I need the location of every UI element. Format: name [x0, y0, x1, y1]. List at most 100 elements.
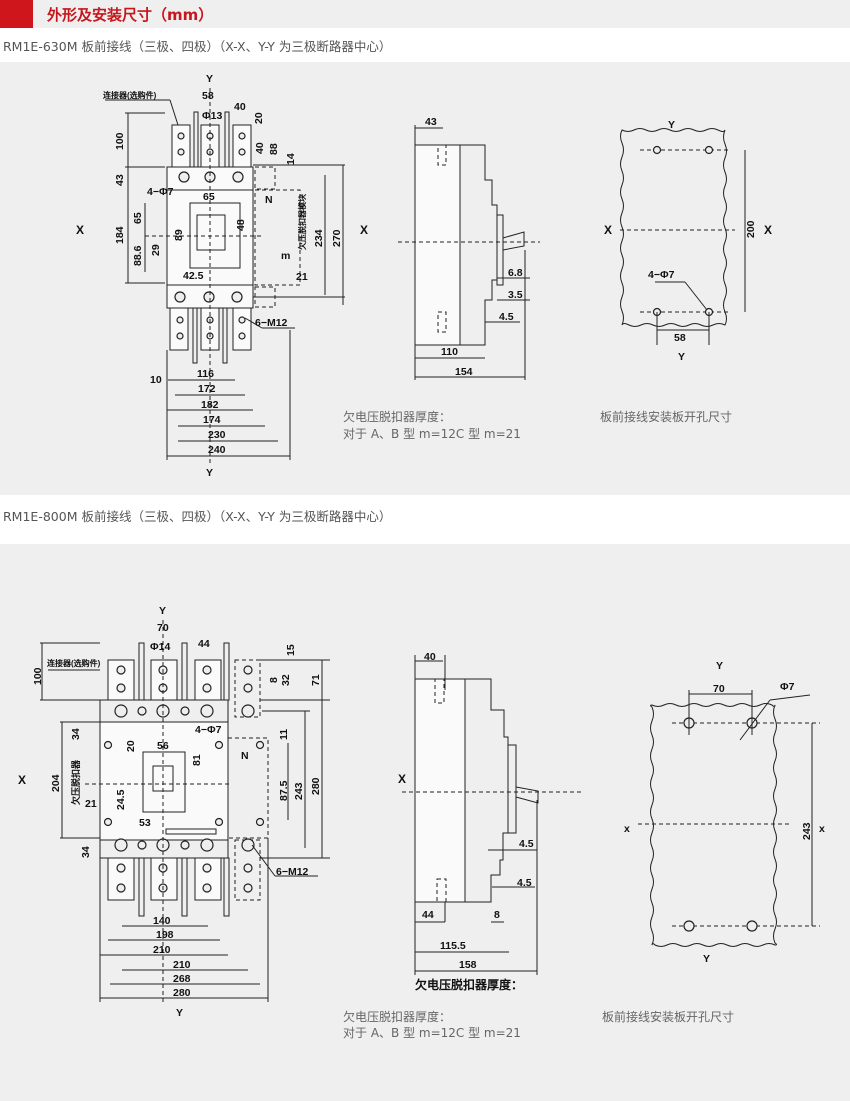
dim-label: 100: [32, 667, 44, 685]
screw-hole: [243, 863, 253, 873]
note-line: 对于 A、B 型 m=12C 型 m=21: [343, 1026, 521, 1040]
axis-y-label: Y: [176, 1007, 183, 1019]
cutout-630m: [620, 128, 746, 345]
screw-hole: [114, 704, 128, 718]
dim-label: 53: [139, 817, 151, 829]
dim-label: 6−M12: [255, 317, 288, 329]
screw-hole: [202, 863, 212, 873]
dim-label: 115.5: [440, 940, 466, 952]
dim-label: 24.5: [115, 789, 127, 810]
cutout-caption: 板前接线安装板开孔尺寸: [602, 1009, 734, 1024]
side-view-630m: [398, 125, 540, 380]
dim-label: 14: [285, 153, 297, 165]
dim-label: 116: [197, 368, 214, 380]
note-line: 欠电压脱扣器厚度：: [343, 1009, 451, 1024]
dim-label: 81: [191, 754, 203, 766]
mounting-plate-outline: [620, 128, 727, 327]
dim-label: 88.6: [132, 245, 144, 266]
dim-label: 200: [745, 220, 757, 238]
axis-x-label: X: [764, 223, 772, 237]
screw-hole: [180, 706, 190, 716]
screw-hole: [116, 883, 126, 893]
screw-hole: [116, 683, 126, 693]
dim-label: 154: [455, 366, 473, 378]
screw-hole: [243, 665, 253, 675]
dim-label: 172: [198, 383, 216, 395]
dim-label: 204: [50, 774, 62, 792]
module-label: 欠压脱扣器: [70, 759, 81, 805]
dim-label: 40: [254, 142, 266, 154]
dim-label: 6.8: [508, 267, 523, 279]
dim-label: Φ14: [150, 641, 170, 653]
dim-label: 4−Φ7: [648, 269, 675, 281]
dim-label: 280: [310, 777, 322, 795]
dim-label: 56: [157, 740, 169, 752]
dim-label: 20: [253, 112, 265, 124]
screw-hole: [214, 817, 224, 827]
dim-label: 6−M12: [276, 866, 309, 878]
dim-label: 210: [153, 944, 171, 956]
dim-label: 65: [132, 212, 144, 224]
front-view-800m-labels: Y 70 Φ14 44 15 71 8 32 100 连接器(选购件) 4−Φ7…: [18, 605, 322, 1019]
side-view-800m-labels: 40 X 4.5 4.5 44 8 115.5 158 欠电压脱扣器厚度： 欠电…: [343, 651, 534, 1040]
screw-hole: [116, 863, 126, 873]
dim-label: 43: [425, 116, 437, 128]
dim-label: 58: [674, 332, 686, 344]
dim-label: 3.5: [508, 289, 523, 301]
dim-label: 158: [459, 959, 477, 971]
dim-label: 4−Φ7: [195, 724, 222, 736]
cutout-630m-labels: Y 200 X X 4−Φ7 58 Y 板前接线安装板开孔尺寸: [600, 119, 772, 424]
dim-label: Φ13: [202, 110, 222, 122]
module-label: 欠压脱扣器模块: [297, 193, 307, 250]
dim-label: 110: [441, 346, 458, 358]
note-line: 欠电压脱扣器厚度：: [343, 409, 451, 424]
dim-label: 29: [150, 244, 162, 256]
screw-hole: [137, 840, 147, 850]
connector-label: 连接器(选购件): [47, 658, 101, 668]
dim-label: 70: [713, 683, 725, 695]
dim-label: 243: [801, 822, 813, 840]
dim-label: Φ7: [780, 681, 795, 693]
connector-label: 连接器(选购件): [103, 90, 157, 100]
dim-label: 58: [202, 90, 214, 102]
dim-label: 32: [280, 674, 292, 686]
screw-hole: [200, 704, 214, 718]
dim-label: 240: [208, 444, 226, 456]
dim-label: 40: [424, 651, 436, 663]
axis-y-label: Y: [206, 467, 213, 479]
screw-hole: [255, 817, 265, 827]
screw-hole: [202, 683, 212, 693]
front-view-630m-labels: Y 58 40 20 Φ13 40 88 14 100 43 4−Φ7 65 N…: [76, 73, 368, 479]
dim-label: 210: [173, 959, 191, 971]
dim-label: 65: [203, 191, 215, 203]
dim-label: 34: [70, 728, 82, 740]
dim-label: 243: [293, 782, 305, 800]
dim-label: 230: [208, 429, 226, 441]
axis-y-label: Y: [678, 351, 685, 363]
screw-hole: [137, 706, 147, 716]
section-title: 外形及安装尺寸（mm）: [47, 6, 214, 24]
screw-hole: [241, 704, 255, 718]
dim-label: 4−Φ7: [147, 186, 174, 198]
neutral-label: N: [241, 750, 249, 762]
axis-y-label: Y: [206, 73, 213, 85]
dim-label: 20: [125, 740, 137, 752]
dim-label: 15: [285, 644, 297, 656]
dim-label: 182: [201, 399, 219, 411]
screw-hole: [103, 817, 113, 827]
axis-x-label: X: [360, 223, 368, 237]
subtitle-630m: RM1E-630M 板前接线（三极、四极）（X-X、Y-Y 为三极断路器中心）: [3, 39, 392, 54]
dim-label: 43: [114, 174, 126, 186]
dim-label: 34: [80, 846, 92, 858]
dim-label: 21: [296, 271, 308, 283]
axis-x-label: X: [604, 223, 612, 237]
screw-hole: [243, 883, 253, 893]
axis-y-label: Y: [668, 119, 675, 131]
dim-label: 87.5: [278, 780, 290, 801]
note-line: 对于 A、B 型 m=12C 型 m=21: [343, 427, 521, 441]
screw-hole: [243, 683, 253, 693]
dim-label: 42.5: [183, 270, 204, 282]
section-header: 外形及安装尺寸（mm）: [0, 0, 850, 28]
screw-hole: [241, 838, 255, 852]
axis-x-label: x: [624, 823, 630, 835]
